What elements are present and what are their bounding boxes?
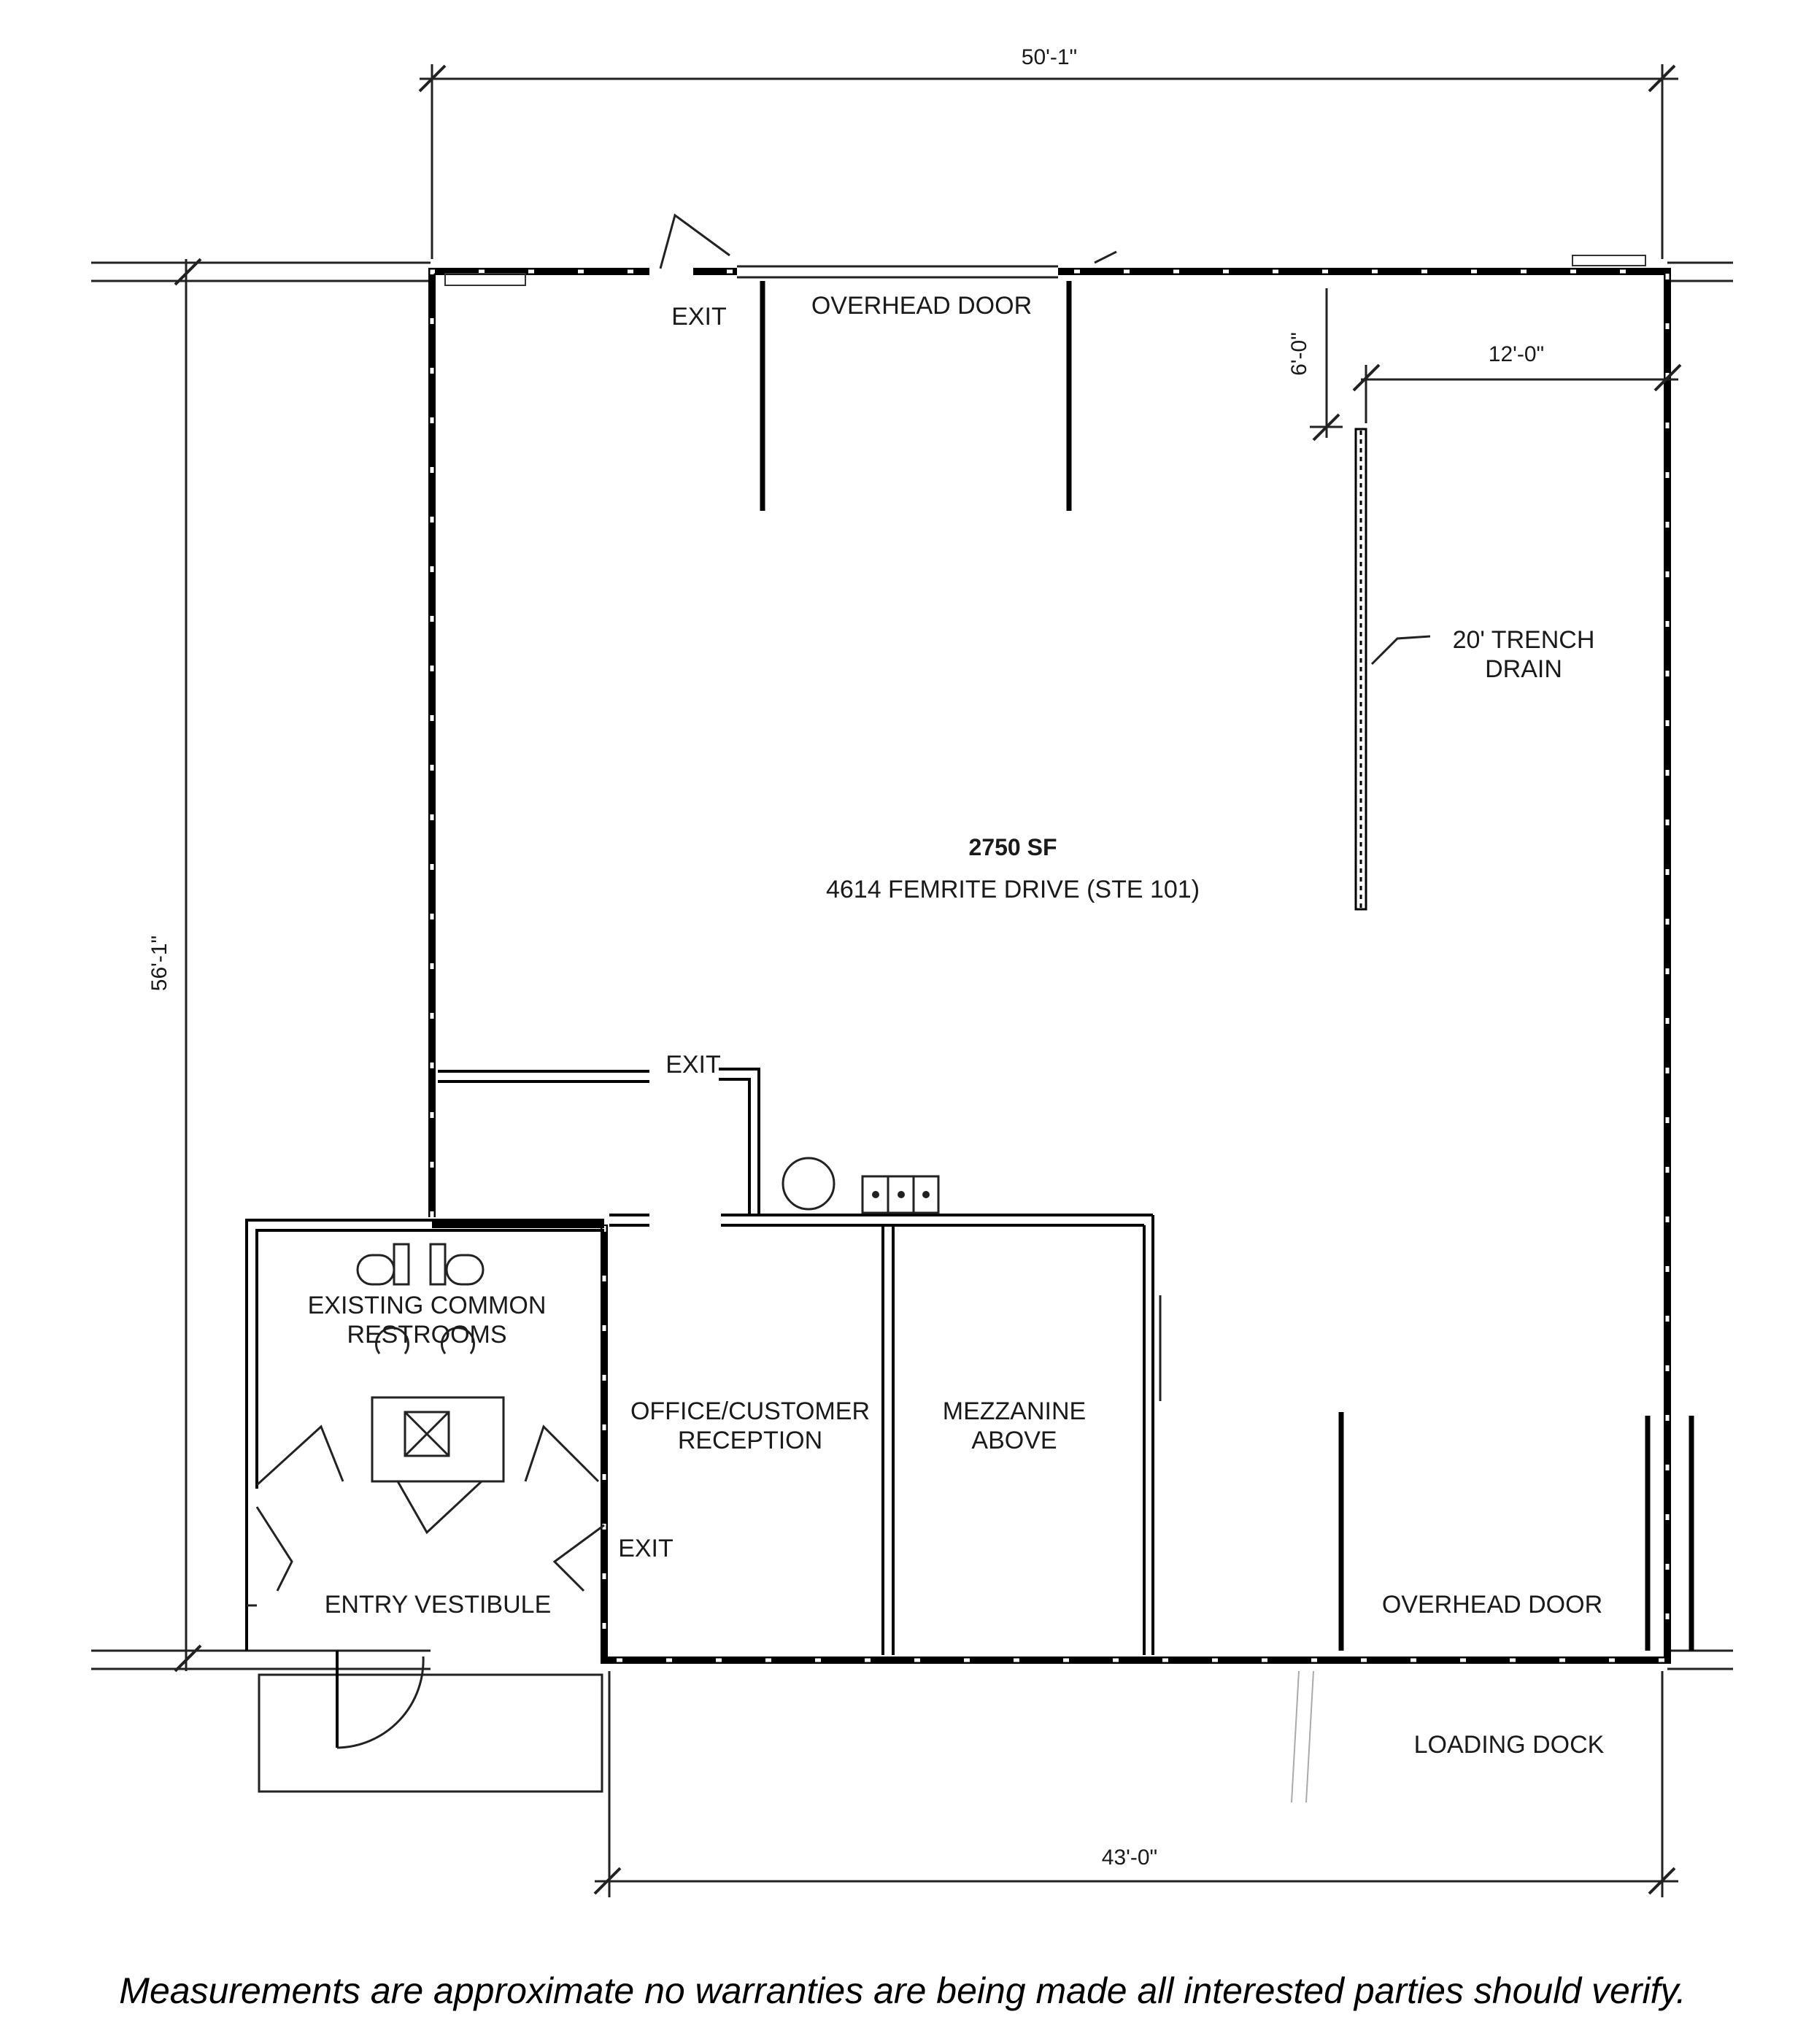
restrooms-label-line1: EXISTING COMMON bbox=[308, 1292, 547, 1319]
mezzanine-label-line2: ABOVE bbox=[971, 1427, 1057, 1454]
office-label-line2: RECEPTION bbox=[678, 1427, 822, 1454]
interior-walls bbox=[438, 1068, 1162, 1655]
adjacent-walls bbox=[91, 261, 1733, 1670]
entry-porch bbox=[258, 1651, 603, 1793]
loading-dock-label: LOADING DOCK bbox=[1414, 1731, 1605, 1759]
office-label-line1: OFFICE/CUSTOMER bbox=[630, 1397, 870, 1425]
exterior-walls bbox=[428, 268, 1671, 1664]
top-width-dimension: 50'-1" bbox=[1022, 45, 1077, 69]
exit-top-label: EXIT bbox=[671, 303, 727, 331]
disclaimer-text: Measurements are approximate no warranti… bbox=[119, 1970, 1686, 2011]
labels: 50'-1" 56'-1" 43'-0" 12'-0" 6'-0" EXIT O… bbox=[147, 45, 1605, 1870]
restroom-block bbox=[245, 1219, 605, 1651]
loading-dock-ramp bbox=[1291, 1670, 1314, 1803]
restrooms-label-line2: RESTROOMS bbox=[347, 1321, 506, 1349]
trench-offset-dimension: 6'-0" bbox=[1287, 332, 1311, 376]
top-openings bbox=[444, 213, 1646, 511]
trench-drain-label-line2: DRAIN bbox=[1485, 655, 1562, 683]
bottom-overhead-door bbox=[1338, 1412, 1694, 1651]
entry-vestibule-label: ENTRY VESTIBULE bbox=[325, 1591, 552, 1619]
mezzanine-label-line1: MEZZANINE bbox=[943, 1397, 1086, 1425]
bottom-width-dimension: 43'-0" bbox=[1102, 1846, 1157, 1870]
trench-width-dimension: 12'-0" bbox=[1489, 342, 1544, 366]
left-height-dimension: 56'-1" bbox=[147, 936, 171, 991]
trench-drain bbox=[1354, 428, 1431, 911]
area-label: 2750 SF bbox=[969, 834, 1057, 860]
overhead-door-top-label: OVERHEAD DOOR bbox=[811, 292, 1032, 320]
address-label: 4614 FEMRITE DRIVE (STE 101) bbox=[826, 876, 1200, 903]
dimension-lines bbox=[174, 64, 1682, 1897]
trench-drain-label-line1: 20' TRENCH bbox=[1453, 626, 1595, 654]
overhead-door-bottom-label: OVERHEAD DOOR bbox=[1382, 1591, 1602, 1619]
exit-lower-label: EXIT bbox=[618, 1535, 674, 1562]
exit-middle-label: EXIT bbox=[665, 1051, 721, 1079]
